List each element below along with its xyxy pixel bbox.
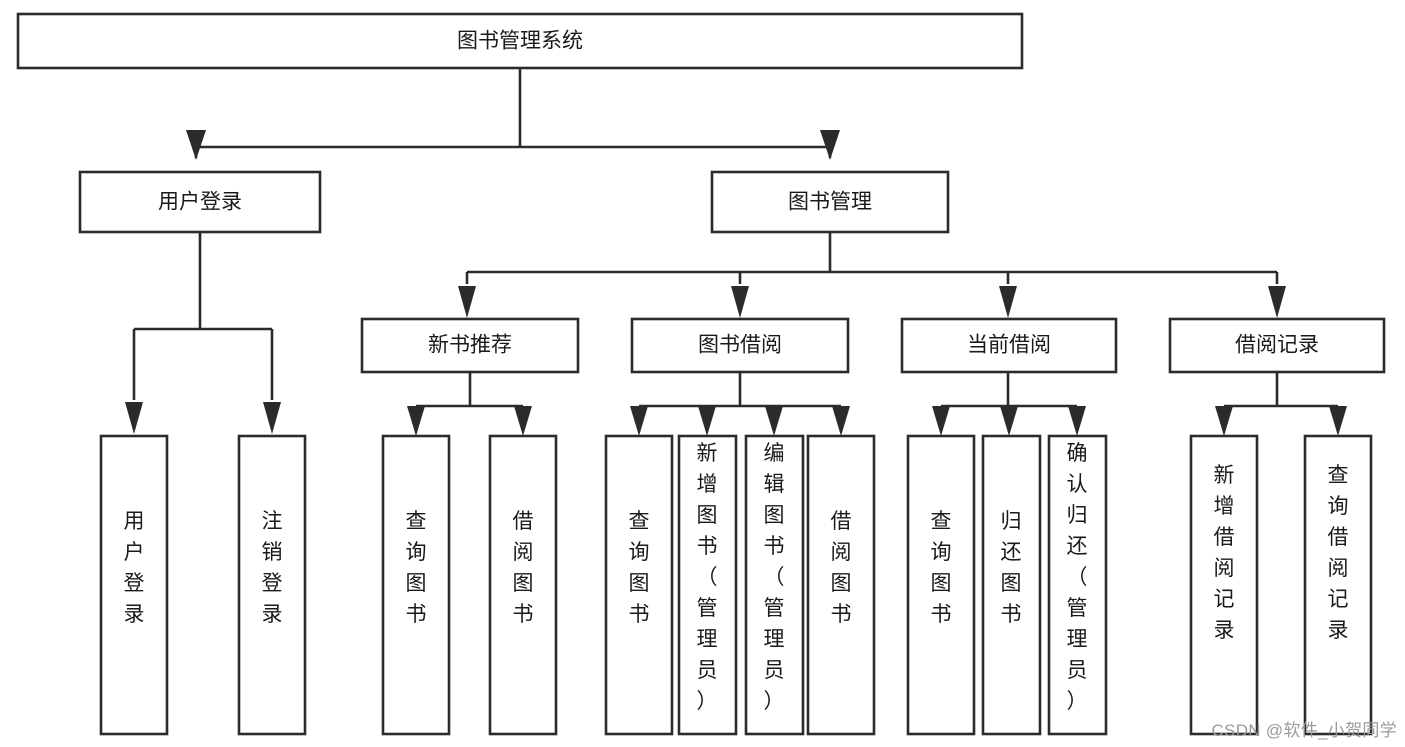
connector-group-borrow-record-children [1215,372,1347,436]
node-new-book-recommend[interactable]: 新书推荐 [360,317,580,374]
connector-group-book-borrow-children [630,372,850,436]
arrow-leaf-borrow-book-1-icon [514,406,532,436]
node-leaf-edit-book-box[interactable] [744,434,805,736]
node-leaf-add-record[interactable]: 新增借阅记录 [1189,434,1259,736]
node-root-box[interactable] [16,12,1024,70]
node-leaf-logout-login-label: 注销登录 [262,510,283,626]
node-leaf-logout-login[interactable]: 注销登录 [237,434,307,736]
node-leaf-borrow-book-2-box[interactable] [806,434,876,736]
connector-group-current-borrow-children [932,372,1086,436]
arrow-leaf-add-book-icon [698,406,716,436]
node-new-book-recommend-label: 新书推荐 [428,334,512,357]
arrow-leaf-add-record-icon [1215,406,1233,436]
arrow-leaf-query-record-icon [1329,406,1347,436]
connector-group-root-to-level2 [186,68,840,160]
node-leaf-user-login-label: 用户登录 [124,510,145,626]
node-leaf-query-book-1-label: 查询图书 [406,510,427,626]
node-leaf-return-book[interactable]: 归还图书 [981,434,1042,736]
node-leaf-add-book[interactable]: 新增图书（管理员） [677,434,738,736]
node-book-management-label: 图书管理 [788,191,872,214]
arrow-leaf-return-book-icon [1000,406,1018,436]
node-leaf-borrow-book-2[interactable]: 借阅图书 [806,434,876,736]
arrow-to-user-login-icon [186,130,206,160]
arrow-to-borrow-record-icon [1268,286,1286,318]
node-leaf-add-book-label: 新增图书（管理员） [697,442,718,713]
node-book-borrow[interactable]: 图书借阅 [630,317,850,374]
node-leaf-add-book-box[interactable] [677,434,738,736]
node-leaf-query-book-3-box[interactable] [906,434,976,736]
node-root[interactable]: 图书管理系统 [16,12,1024,70]
arrow-leaf-logout-login-icon [263,402,281,434]
node-leaf-logout-login-box[interactable] [237,434,307,736]
node-current-borrow[interactable]: 当前借阅 [900,317,1118,374]
node-leaf-query-book-1-box[interactable] [381,434,451,736]
node-root-label: 图书管理系统 [457,30,583,53]
node-leaf-edit-book[interactable]: 编辑图书（管理员） [744,434,805,736]
connector-group-new-book-recommend-children [407,372,532,436]
node-current-borrow-box[interactable] [900,317,1118,374]
node-leaf-query-record-box[interactable] [1303,434,1373,736]
node-leaf-query-book-3-label: 查询图书 [931,510,952,626]
node-leaf-return-book-label: 归还图书 [1001,510,1022,626]
node-leaf-query-book-2[interactable]: 查询图书 [604,434,674,736]
arrow-leaf-user-login-icon [125,402,143,434]
node-book-borrow-label: 图书借阅 [698,334,782,357]
node-leaf-query-book-2-label: 查询图书 [629,510,650,626]
node-leaf-query-book-2-box[interactable] [604,434,674,736]
node-book-borrow-box[interactable] [630,317,850,374]
node-leaf-borrow-book-1-label: 借阅图书 [513,510,534,626]
arrow-to-book-borrow-icon [731,286,749,318]
node-leaf-return-book-box[interactable] [981,434,1042,736]
csdn-watermark: CSDN @软件_小贺同学 [1211,721,1397,740]
node-user-login-box[interactable] [78,170,322,234]
node-borrow-record-label: 借阅记录 [1235,334,1319,357]
arrow-leaf-borrow-book-2-icon [832,406,850,436]
connector-group-user-login-children [125,232,281,434]
arrow-to-book-management-icon [820,130,840,160]
node-leaf-add-record-label: 新增借阅记录 [1214,464,1235,642]
node-borrow-record[interactable]: 借阅记录 [1168,317,1386,374]
node-borrow-record-box[interactable] [1168,317,1386,374]
node-book-management-box[interactable] [710,170,950,234]
node-leaf-query-record-label: 查询借阅记录 [1328,464,1349,642]
node-current-borrow-label: 当前借阅 [967,334,1051,357]
node-user-login[interactable]: 用户登录 [78,170,322,234]
node-leaf-confirm-return-label: 确认归还（管理员） [1067,442,1088,713]
node-leaf-query-book-1[interactable]: 查询图书 [381,434,451,736]
arrow-leaf-edit-book-icon [765,406,783,436]
node-leaf-add-record-box[interactable] [1189,434,1259,736]
node-leaf-edit-book-label: 编辑图书（管理员） [764,442,785,713]
arrow-to-current-borrow-icon [999,286,1017,318]
node-user-login-label: 用户登录 [158,191,242,214]
arrow-leaf-query-book-1-icon [407,406,425,436]
node-leaf-borrow-book-2-label: 借阅图书 [831,510,852,626]
node-leaf-confirm-return-box[interactable] [1047,434,1108,736]
node-leaf-borrow-book-1-box[interactable] [488,434,558,736]
connector-group-book-management-children [458,232,1286,318]
node-book-management[interactable]: 图书管理 [710,170,950,234]
arrow-to-new-book-recommend-icon [458,286,476,318]
node-leaf-user-login-box[interactable] [99,434,169,736]
node-leaf-confirm-return[interactable]: 确认归还（管理员） [1047,434,1108,736]
node-leaf-user-login[interactable]: 用户登录 [99,434,169,736]
node-leaf-query-record[interactable]: 查询借阅记录 [1303,434,1373,736]
node-leaf-borrow-book-1[interactable]: 借阅图书 [488,434,558,736]
node-leaf-query-book-3[interactable]: 查询图书 [906,434,976,736]
arrow-leaf-query-book-3-icon [932,406,950,436]
arrow-leaf-confirm-return-icon [1068,406,1086,436]
node-new-book-recommend-box[interactable] [360,317,580,374]
arrow-leaf-query-book-2-icon [630,406,648,436]
